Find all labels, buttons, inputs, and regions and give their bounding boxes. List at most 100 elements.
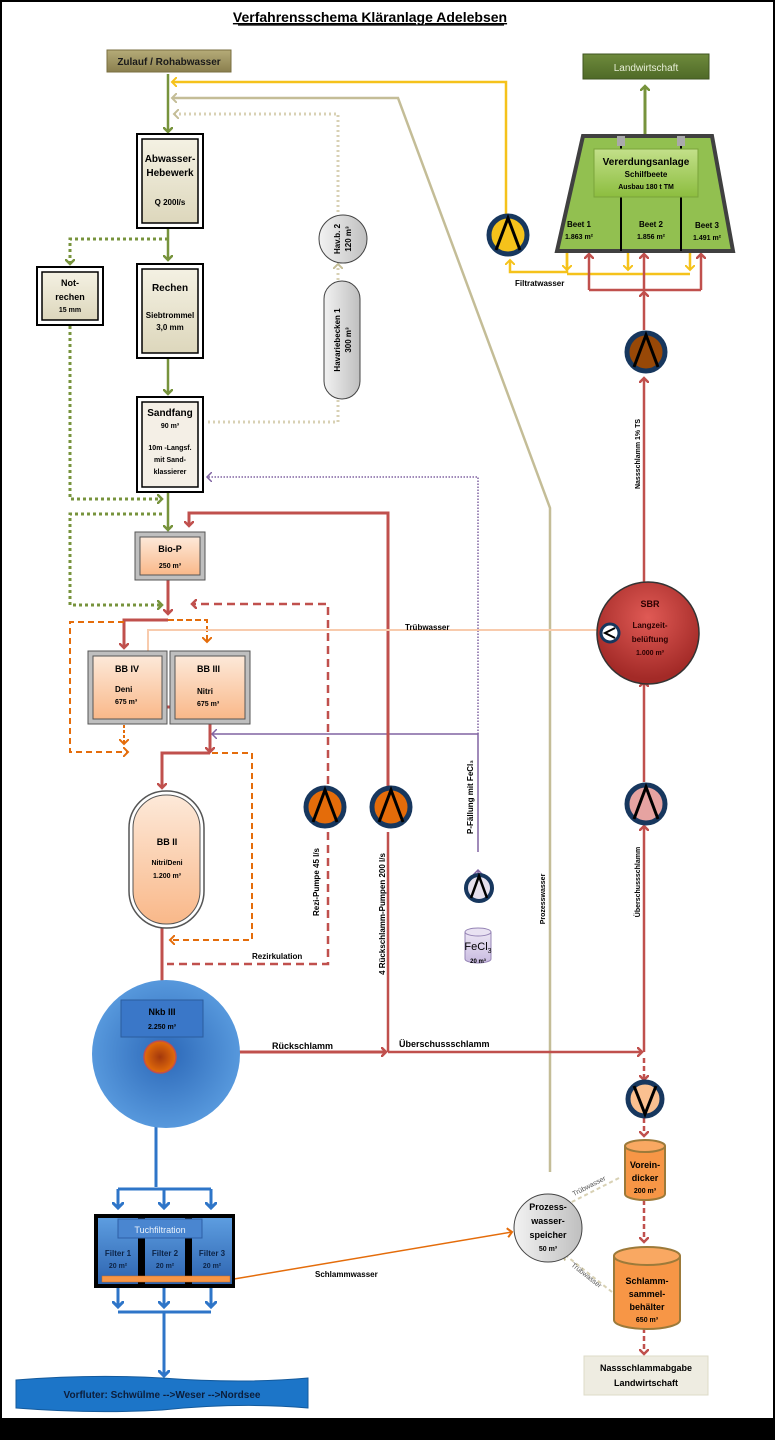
- label-filtratwasser: Filtratwasser: [515, 279, 564, 288]
- sbr-line3: belüftung: [632, 635, 669, 644]
- pump-icon: [632, 782, 660, 820]
- fecl3-label: FeCl3: [464, 941, 491, 955]
- voreindicker-line2: dicker: [632, 1173, 659, 1183]
- label-schlammwasser: Schlammwasser: [315, 1270, 378, 1279]
- node-nassschlammabgabe[interactable]: Nassschlammabgabe Landwirtschaft: [583, 1355, 709, 1396]
- hebewerk-line2: Hebewerk: [146, 168, 194, 179]
- node-rechen[interactable]: Rechen Siebtrommel 3,0 mm: [136, 263, 204, 359]
- filter-1-name: Filter 1: [105, 1249, 132, 1258]
- pump-icon: [494, 213, 522, 251]
- prozess-line3: speicher: [529, 1230, 567, 1240]
- label-nassschlamm: Nassschlamm 1% TS: [635, 419, 642, 489]
- process-diagram: Verfahrensschema Kläranlage Adelebsen: [15, 9, 736, 1413]
- hebewerk-line1: Abwasser-: [145, 154, 196, 165]
- beet-3[interactable]: Beet 3 1.491 m²: [693, 221, 722, 242]
- pump-rezi[interactable]: [303, 785, 347, 829]
- pump-icon: [311, 785, 339, 823]
- havb1-line2: 300 m³: [344, 327, 353, 353]
- biop-line2: 250 m³: [159, 563, 182, 570]
- schlamm-line3: behälter: [629, 1302, 665, 1312]
- label-ueberschuss-horizontal: Überschussschlamm: [399, 1039, 490, 1049]
- beet-2[interactable]: Beet 2 1.856 m²: [637, 220, 666, 241]
- node-notrechen[interactable]: Not- rechen 15 mm: [36, 266, 104, 326]
- node-biop[interactable]: Bio-P 250 m³: [134, 531, 206, 581]
- sandfang-line5: klassierer: [154, 469, 187, 476]
- pump-rueckschlamm[interactable]: [369, 785, 413, 829]
- hebewerk-line3: Q 200l/s: [155, 198, 186, 207]
- node-hebewerk[interactable]: Abwasser- Hebewerk Q 200l/s: [136, 133, 204, 229]
- sandfang-line2: 90 m³: [161, 423, 180, 430]
- bb3-line2: Nitri: [197, 687, 213, 696]
- label-truebwasser-sbr: Trübwasser: [405, 623, 449, 632]
- flow-lines: [70, 74, 701, 1376]
- label-truebwasser-schlamm: Trübwasser: [569, 1262, 602, 1290]
- filter-2-area: 20 m²: [156, 1263, 175, 1270]
- node-bb4[interactable]: BB IV Deni 675 m³: [87, 650, 168, 725]
- fecl3-volume: 20 m³: [470, 958, 486, 965]
- bb2-line3: 1.200 m³: [153, 873, 182, 880]
- node-sbr[interactable]: SBR Langzeit- belüftung 1.000 m³: [596, 581, 700, 685]
- label-rezipumpe: Rezi-Pumpe 45 l/s: [312, 847, 321, 916]
- pump-ueberschuss[interactable]: [624, 782, 668, 826]
- filter-1-area: 20 m²: [109, 1263, 128, 1270]
- label-rueckschlamm-pumpen: 4 Rückschlamm-Pumpen 200 l/s: [378, 853, 387, 975]
- label-rueckschlamm: Rückschlamm: [272, 1041, 333, 1051]
- bb4-line2: Deni: [115, 685, 132, 694]
- notrechen-line2: rechen: [55, 292, 85, 302]
- node-sandfang[interactable]: Sandfang 90 m³ 10m -Langsf. mit Sand- kl…: [136, 396, 204, 493]
- node-vorfluter[interactable]: Vorfluter: Schwülme -->Weser -->Nordsee: [15, 1375, 309, 1413]
- beet-1[interactable]: Beet 1 1.863 m²: [565, 220, 594, 241]
- havb2-line2: 120 m³: [344, 226, 353, 252]
- biop-line1: Bio-P: [158, 544, 182, 554]
- diagram-title: Verfahrensschema Kläranlage Adelebsen: [233, 9, 507, 25]
- voreindicker-line1: Vorein-: [630, 1160, 660, 1170]
- diagram-canvas: Verfahrensschema Kläranlage Adelebsen: [2, 2, 773, 1418]
- prozess-line2: wasser-: [530, 1216, 565, 1226]
- sandfang-line1: Sandfang: [147, 408, 193, 419]
- node-voreindicker[interactable]: Vorein- dicker 200 m³: [624, 1139, 666, 1201]
- node-zulauf[interactable]: Zulauf / Rohabwasser: [106, 49, 232, 73]
- havb1-line1: Havariebecken 1: [333, 308, 342, 372]
- pump-icon: [632, 1085, 658, 1119]
- node-fecl3[interactable]: FeCl3 20 m³: [464, 927, 492, 965]
- node-vererdungsanlage[interactable]: Vererdungsanlage Schilfbeete Ausbau 180 …: [554, 134, 736, 253]
- pump-fecl3[interactable]: [464, 872, 494, 903]
- bottom-bar: [0, 1420, 775, 1440]
- schlamm-line2: sammel-: [629, 1289, 666, 1299]
- node-prozesswasserspeicher[interactable]: Prozess- wasser- speicher 50 m³: [513, 1193, 583, 1263]
- beet-3-name: Beet 3: [695, 221, 720, 230]
- pump-icon: [632, 330, 660, 368]
- pump-voreindicker[interactable]: [625, 1079, 665, 1119]
- bb2-line2: Nitri/Deni: [151, 860, 182, 867]
- bb3-line3: 675 m³: [197, 701, 220, 708]
- pump-icon: [377, 785, 405, 823]
- sbr-line2: Langzeit-: [632, 621, 667, 630]
- node-schlammsammelbehaelter[interactable]: Schlamm- sammel- behälter 650 m³: [613, 1246, 681, 1330]
- schlamm-line4: 650 m³: [636, 1317, 659, 1324]
- node-bb3[interactable]: BB III Nitri 675 m³: [169, 650, 251, 725]
- node-nkb[interactable]: Nkb III 2.250 m³: [92, 980, 240, 1128]
- bb3-line1: BB III: [197, 664, 220, 674]
- filter-3-name: Filter 3: [199, 1249, 226, 1258]
- nkb-line2: 2.250 m³: [148, 1024, 177, 1031]
- label-prozesswasser: Prozesswasser: [540, 873, 547, 924]
- label-truebwasser-voreindicker: Trübwasser: [572, 1175, 608, 1198]
- label-pfaellung: P-Fällung mit FeCl₃: [466, 760, 475, 834]
- sandfang-line3: 10m -Langsf.: [148, 445, 191, 452]
- landwirtschaft-top-label: Landwirtschaft: [614, 63, 679, 74]
- node-tuchfiltration[interactable]: Tuchfiltration Filter 1 20 m² Filter 2 2…: [94, 1214, 235, 1288]
- beet-1-area: 1.863 m²: [565, 234, 594, 241]
- havb2-line1: Hav.b. 2: [333, 223, 342, 254]
- pump-filtratwasser[interactable]: [486, 213, 530, 257]
- beet-1-name: Beet 1: [567, 220, 592, 229]
- node-landwirtschaft-top[interactable]: Landwirtschaft: [582, 53, 710, 80]
- pump-nassschlamm[interactable]: [624, 330, 668, 374]
- notrechen-line3: 15 mm: [59, 307, 81, 314]
- node-havb2[interactable]: Hav.b. 2 120 m³: [318, 214, 368, 264]
- vererdung-line2: Schilfbeete: [625, 170, 668, 179]
- node-bb2[interactable]: BB II Nitri/Deni 1.200 m³: [128, 790, 205, 929]
- node-havb1[interactable]: Havariebecken 1 300 m³: [323, 280, 361, 400]
- voreindicker-line3: 200 m³: [634, 1188, 657, 1195]
- rechen-line2: Siebtrommel: [146, 311, 194, 320]
- bb2-line1: BB II: [157, 837, 178, 847]
